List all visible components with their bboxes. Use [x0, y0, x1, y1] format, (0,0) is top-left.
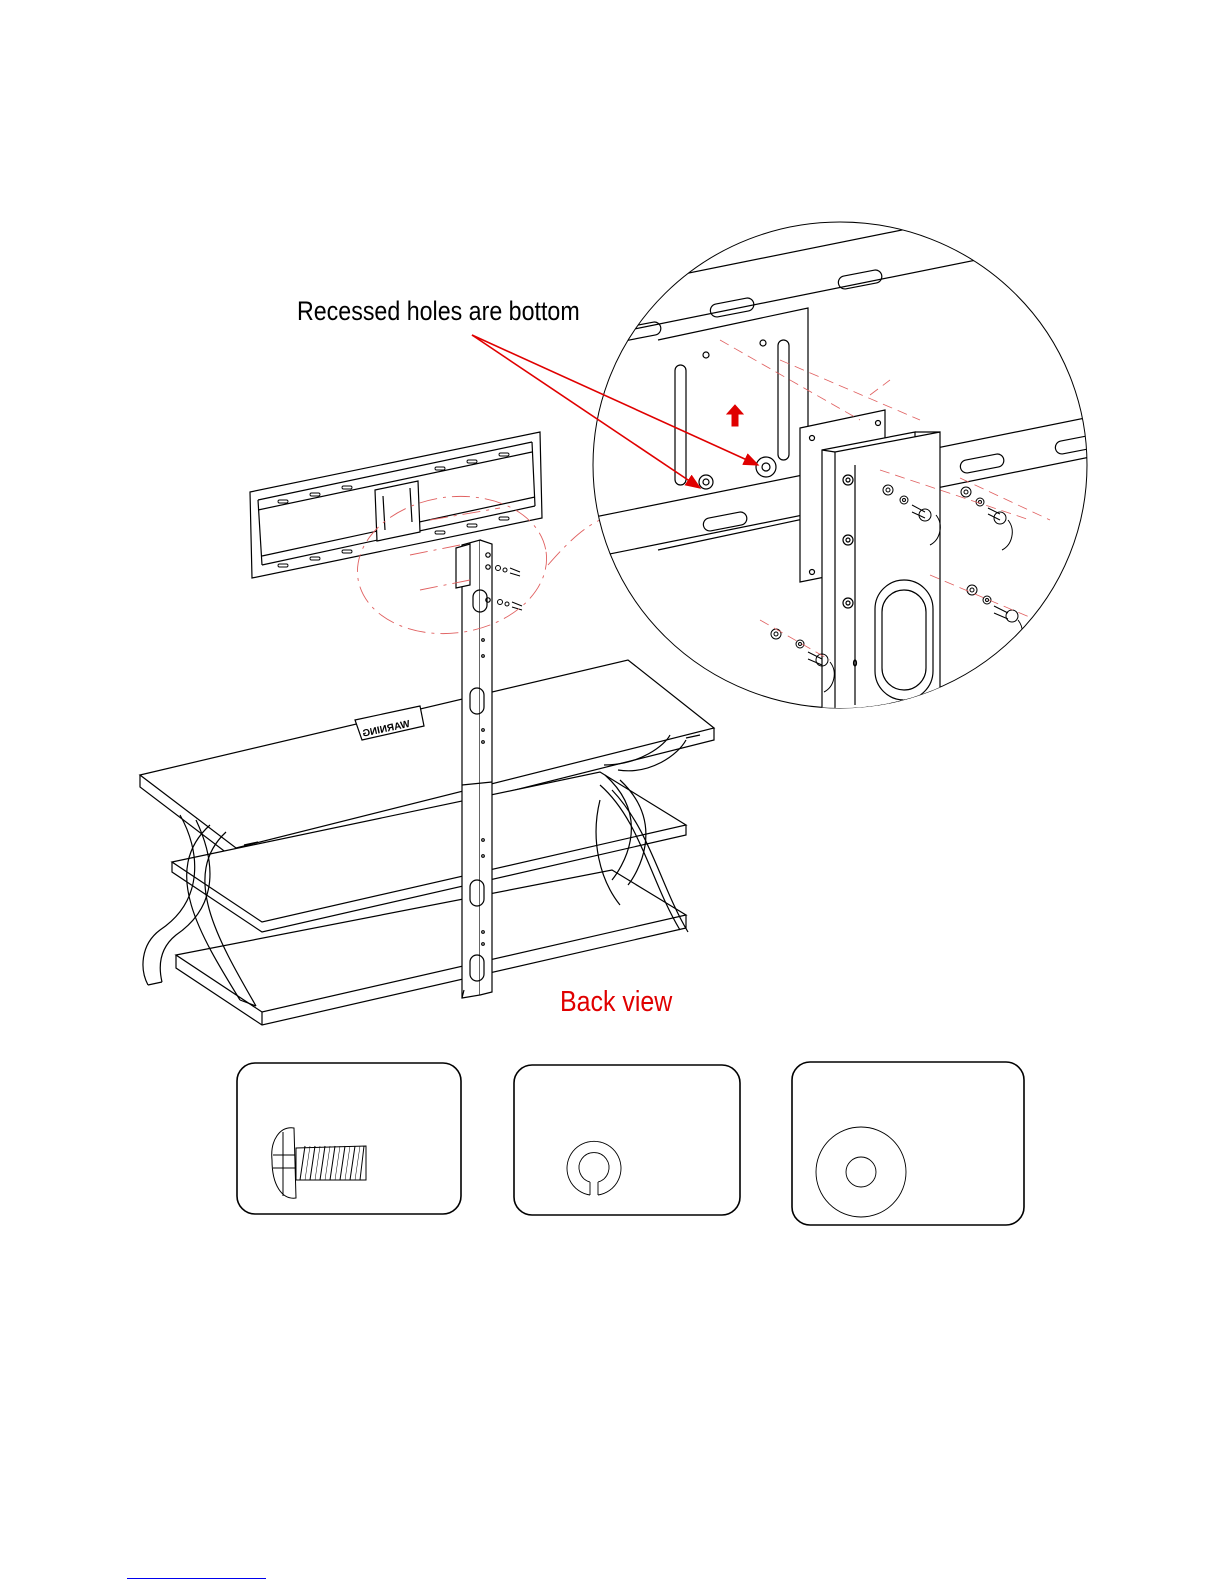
- screw-box: [237, 1063, 461, 1214]
- recessed-holes-callout: Recessed holes are bottom: [297, 296, 580, 327]
- hardware-parts: [237, 1062, 1024, 1225]
- flat-washer-icon: [816, 1127, 906, 1217]
- screw-icon: [272, 1128, 366, 1198]
- center-pole: [456, 540, 492, 998]
- footer-link-underline[interactable]: [127, 1578, 266, 1579]
- detail-zoom: [580, 190, 1100, 740]
- lock-washer-box: [514, 1065, 740, 1215]
- small-screws: [496, 566, 523, 611]
- tv-mount-frame: [250, 432, 542, 578]
- back-view-label: Back view: [560, 986, 672, 1019]
- lock-washer-icon: [567, 1141, 621, 1195]
